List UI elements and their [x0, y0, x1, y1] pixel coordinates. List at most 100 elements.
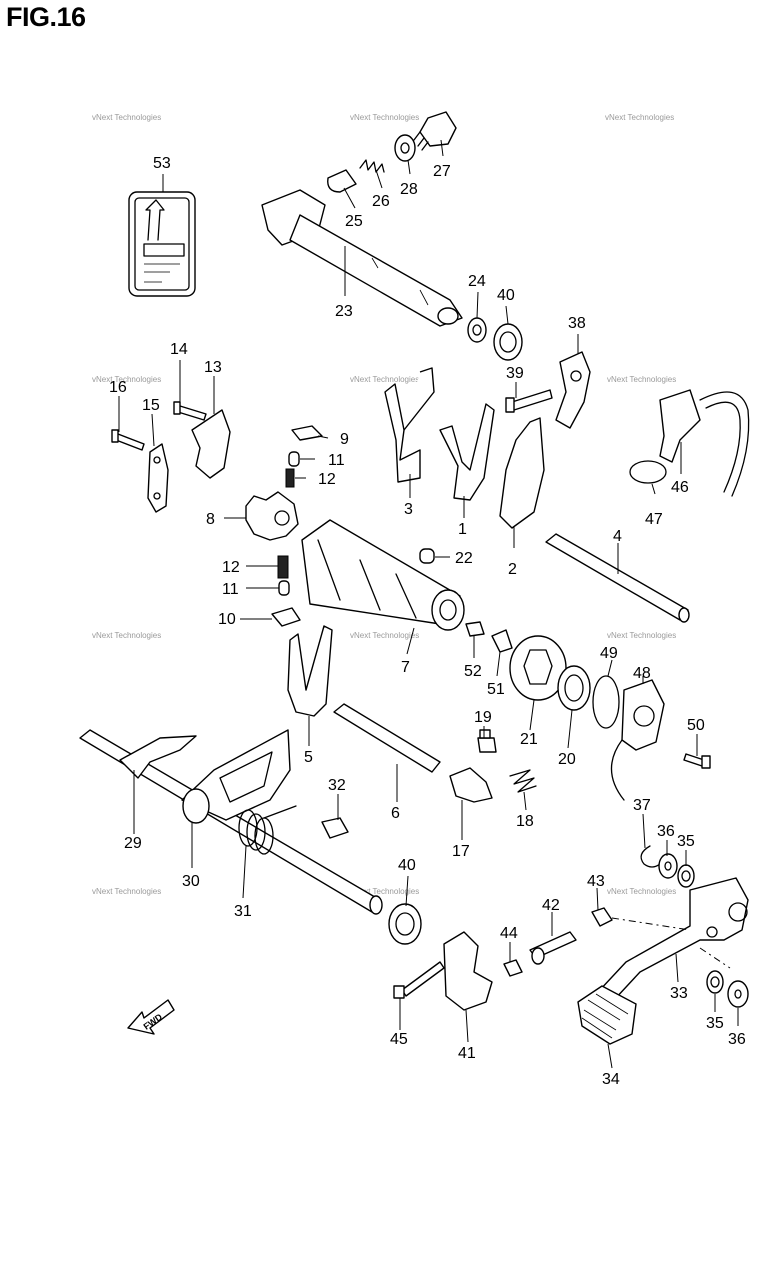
part-33-gear-shift-lever [597, 877, 749, 1001]
part-47-o-ring [629, 460, 667, 484]
callout-21: 21 [520, 731, 538, 748]
part-7-gear-shift-cam-drum [301, 519, 465, 631]
part-28-washer [394, 134, 416, 162]
callout-44: 44 [500, 925, 518, 942]
callout-30: 30 [182, 873, 200, 890]
part-11-pin-lower [278, 580, 290, 596]
callout-42: 42 [542, 897, 560, 914]
part-22-pin [419, 548, 435, 564]
part-32-bolt [321, 817, 349, 839]
part-34-gear-shift-lever-rubber [577, 985, 637, 1045]
watermark: vNext Technologies [350, 887, 419, 896]
part-39-bolt [505, 389, 553, 413]
part-3-shift-fork [384, 367, 435, 483]
callout-41: 41 [458, 1045, 476, 1062]
forward-arrow-icon: FWD [127, 999, 175, 1035]
callout-8: 8 [206, 511, 215, 528]
callout-46: 46 [671, 479, 689, 496]
callout-12: 12 [318, 471, 336, 488]
part-11-pin-upper [288, 451, 300, 467]
callout-36: 36 [728, 1031, 746, 1048]
part-48-gear-position-switch [610, 679, 665, 801]
callout-18: 18 [516, 813, 534, 830]
part-16-screw [111, 429, 145, 451]
callout-39: 39 [506, 365, 524, 382]
watermark: vNext Technologies [92, 113, 161, 122]
part-50-screw [683, 753, 711, 769]
part-1-shift-fork [439, 403, 495, 501]
callout-23: 23 [335, 303, 353, 320]
callout-15: 15 [142, 397, 160, 414]
callout-47: 47 [645, 511, 663, 528]
callout-20: 20 [558, 751, 576, 768]
callout-36: 36 [657, 823, 675, 840]
callout-9: 9 [340, 431, 349, 448]
callout-17: 17 [452, 843, 470, 860]
watermark: vNext Technologies [350, 113, 419, 122]
part-43-nut [591, 907, 613, 927]
part-19-bolt [477, 729, 497, 753]
part-40-oil-seal-lower [388, 903, 422, 945]
callout-labels: 53 23 25 26 28 27 24 40 38 39 14 16 13 1… [109, 155, 746, 1088]
part-25-plunger [327, 169, 357, 193]
part-51-cam-guide-pin [491, 629, 513, 653]
part-30-shift-arm-plate [181, 729, 291, 824]
part-35-washer-upper [677, 864, 695, 888]
callout-52: 52 [464, 663, 482, 680]
part-27-bolt [413, 111, 457, 151]
callout-35: 35 [706, 1015, 724, 1032]
leader-lines [118, 139, 739, 1069]
callout-11: 11 [222, 581, 239, 598]
callout-24: 24 [468, 273, 486, 290]
watermark: vNext Technologies [350, 631, 419, 640]
part-36-washer-upper [658, 853, 678, 879]
watermark: vNext Technologies [350, 375, 419, 384]
callout-29: 29 [124, 835, 142, 852]
part-38-shift-arm [555, 351, 591, 429]
callout-11: 11 [328, 452, 345, 469]
watermark: vNext Technologies [92, 887, 161, 896]
part-40-oil-seal-upper [493, 323, 523, 361]
callout-1: 1 [458, 521, 467, 538]
callout-22: 22 [455, 550, 473, 567]
callout-51: 51 [487, 681, 505, 698]
part-12-spring-lower [277, 555, 289, 579]
callout-28: 28 [400, 181, 418, 198]
callout-48: 48 [633, 665, 651, 682]
part-24-washer [467, 317, 487, 343]
callout-7: 7 [401, 659, 410, 676]
part-9-pawl [291, 425, 323, 441]
part-49-o-ring [592, 675, 620, 729]
watermarks: vNext Technologies vNext Technologies vN… [92, 113, 676, 896]
callout-53: 53 [153, 155, 171, 172]
callout-10: 10 [218, 611, 236, 628]
part-37-circlip [640, 845, 661, 868]
part-31-return-spring [238, 805, 297, 855]
watermark: vNext Technologies [92, 631, 161, 640]
figure-title: FIG.16 [6, 2, 86, 32]
callout-37: 37 [633, 797, 651, 814]
part-6-shift-fork-shaft [333, 703, 441, 773]
part-41-shift-link-joint [443, 931, 493, 1011]
callout-19: 19 [474, 709, 492, 726]
part-13-stopper-plate [191, 409, 231, 479]
watermark: vNext Technologies [607, 887, 676, 896]
callout-31: 31 [234, 903, 252, 920]
callout-43: 43 [587, 873, 605, 890]
part-44-nut [503, 959, 523, 977]
callout-45: 45 [390, 1031, 408, 1048]
callout-32: 32 [328, 777, 346, 794]
callout-25: 25 [345, 213, 363, 230]
part-17-stopper [449, 767, 493, 803]
part-36-washer-lower [727, 980, 749, 1008]
part-20-nut [557, 665, 591, 711]
part-14-screw [173, 401, 207, 421]
callout-35: 35 [677, 833, 695, 850]
callout-16: 16 [109, 379, 127, 396]
part-4-shift-fork-shaft [545, 533, 690, 623]
part-52-pin [465, 621, 485, 637]
callout-40: 40 [398, 857, 416, 874]
watermark: vNext Technologies [605, 113, 674, 122]
part-12-spring-upper [285, 468, 295, 488]
callout-40: 40 [497, 287, 515, 304]
